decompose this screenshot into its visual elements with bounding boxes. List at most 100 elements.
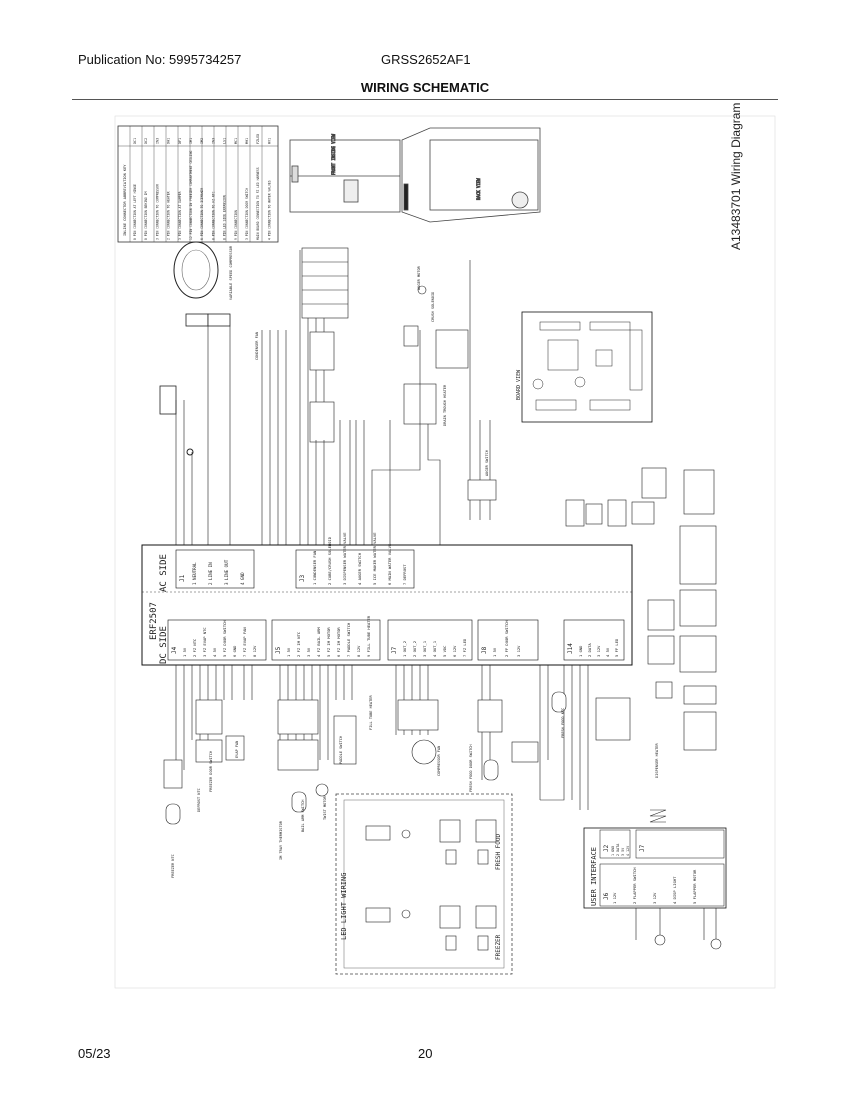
j4-label: J4	[171, 646, 178, 654]
side-label: A13483701 Wiring Diagram	[729, 103, 743, 250]
ui-j6-label: J6	[603, 892, 610, 900]
abbrev-code: DH1	[167, 138, 171, 144]
abbrev-code: FZLED	[256, 134, 260, 144]
j1-pin-2: 2 LINE IN	[208, 562, 213, 585]
fresh-food-section-label: FRESH FOOD	[495, 833, 502, 870]
j14-label: J14	[567, 643, 574, 654]
user-interface-label: USER INTERFACE	[590, 847, 598, 906]
im-tray-thermistor-label: IM TRAY THERMISTOR	[279, 820, 283, 860]
j5-pin-2: 2 FZ IM NTC	[296, 632, 301, 657]
fresh-food-ntc-label: FRESH FOOD NTC	[561, 708, 565, 738]
j3-pin-2: 2 CUBE/CRUSH SOLENOID	[327, 536, 332, 585]
abbrev-explanation: 12 PIN CONNECTION IN FREEZER COMPARTMENT…	[189, 150, 193, 240]
page-number: 20	[418, 1046, 433, 1061]
j4-pin-7: 7 FZ EVAP FAN	[242, 627, 247, 657]
abbrev-code: DF1	[178, 138, 182, 144]
compressor-label: VARIABLE SPEED COMPRESSOR	[229, 245, 233, 300]
ui-j6-pin-2: 2 FLAPPER SWITCH	[632, 867, 637, 904]
j14-pin-2: 2 DATA	[587, 643, 592, 657]
abbrev-code: WV1	[267, 138, 271, 144]
j4-pin-2: 2 FZ NTC	[192, 639, 197, 657]
publication-number: Publication No: 5995734257	[78, 52, 242, 67]
j4-pin-6: 6 GND	[232, 645, 237, 657]
led-light-wiring-label: LED LIGHT WIRING	[340, 873, 348, 940]
twist-motor-label: TWIST MOTOR	[323, 795, 327, 820]
ui-j6-pin-5: 5 FLAPPER MOTOR	[692, 869, 697, 904]
defrost-ntc-label: DEFROST NTC	[197, 788, 201, 812]
header-rule	[72, 99, 778, 100]
abbrev-explanation: 4 PIN CONNECTION TO WATER VALVES	[267, 180, 271, 240]
j8-pin-2: 2 FF DOOR SWITCH	[504, 620, 509, 657]
j14-pin-5: 5 FF LED	[614, 638, 619, 657]
abbrev-code: LS1	[223, 138, 227, 144]
abbrev-explanation: 3 PIN CONNECTION TO COMPRESSOR	[155, 184, 159, 240]
j3-pin-7: 7 DEFROST	[402, 564, 407, 585]
abbrev-explanation: 2 PIN CONNECTION TO HEATER	[167, 191, 171, 240]
j5-pin-4: 4 FZ BAIL ARM	[316, 627, 321, 657]
back-view-label: BACK VIEW	[476, 178, 481, 200]
j5-pin-8: 8 12V	[356, 645, 361, 657]
schematic-frame	[114, 115, 776, 989]
abbrev-explanation: 8 PIN CONNECTION BEHIND IM	[144, 191, 148, 240]
j5-pin-9: 9 FILL TUBE HEATER	[366, 615, 371, 657]
j3-pin-6: 6 MAIN WATER VALVE	[387, 543, 392, 585]
abbrev-explanation: 9 PIN CONNECTION	[234, 210, 238, 240]
ui-j2-pin-3: 3 5V	[621, 848, 625, 856]
auger-assembly	[371, 260, 497, 545]
j3-pin-5: 5 ICE MAKER WATER VALVE	[372, 532, 377, 585]
abbrev-code: MH1	[245, 138, 249, 144]
auger-motor-label: AUGER MOTOR	[417, 265, 421, 290]
ui-j6-pin-1: 1 12V	[612, 892, 617, 904]
abbrev-explanation: 3 PIN CONNECTION AT DAMPER	[178, 191, 182, 240]
j7-pin-2: 2 OUT_2	[412, 641, 417, 657]
j4-pin-3: 3 FZ EVAP NTC	[202, 627, 207, 657]
ui-j6-pin-3: 3 12V	[652, 892, 657, 904]
abbrev-code: DC2	[144, 138, 148, 144]
board-view: BOARD VIEW	[516, 311, 653, 423]
j4-pin-8: 8 12V	[252, 645, 257, 657]
board-name: ERF2507	[149, 602, 159, 640]
compressor: VARIABLE SPEED COMPRESSOR	[159, 241, 233, 456]
j14-pin-1: 1 GND	[578, 645, 583, 657]
j14-pin-4: 4 5V	[605, 647, 610, 657]
j1-pin-4: 4 GND	[240, 572, 245, 585]
j7-label: J7	[391, 646, 398, 654]
j3-pin-4: 4 AUGER SWITCH	[357, 552, 362, 585]
ac-side-label: AC SIDE	[159, 554, 169, 592]
ui-j2-pin-4: 4 12V	[626, 846, 630, 856]
j4-pin-5: 5 FZ DOOR SWITCH	[222, 620, 227, 657]
paddle-switch-label: PADDLE SWITCH	[339, 736, 343, 764]
page-title: WIRING SCHEMATIC	[360, 80, 490, 95]
abbrev-explanation: MAIN BOARD CONNECTION TO FZ LED HARNESS	[256, 167, 260, 240]
abbrev-explanation: 8 PIN CONNECTION TO FZ NTC	[211, 191, 215, 240]
freezer-section-label: FREEZER	[495, 934, 502, 960]
j14-pins: 1 GND 2 DATA 3 12V 4 5V 5 FF LED	[578, 638, 619, 657]
j8-label: J8	[481, 646, 488, 654]
j5-label: J5	[275, 646, 282, 654]
refrigerator-views: FRONT INSIDE VIEW BACK VIEW	[289, 127, 541, 223]
auger-switch-label: AUGER SWITCH	[485, 450, 489, 476]
dc-wires	[163, 665, 631, 825]
dc-side-label: DC SIDE	[159, 626, 169, 664]
j3-label: J3	[299, 574, 306, 582]
j1-label: J1	[179, 574, 186, 582]
j4-pin-4: 4 5V	[212, 647, 217, 657]
bail-arm-switch-label: BAIL ARM SWITCH	[301, 800, 305, 832]
freezer-ntc-label: FREEZER NTC	[171, 854, 175, 878]
j8-pin-3: 3 12V	[516, 645, 521, 657]
ui-j2-label: J2	[603, 844, 610, 852]
j14-pin-3: 3 12V	[596, 645, 601, 657]
j7-pin-4: 4 OUT_1	[432, 640, 437, 657]
ui-j6-pin-4: 4 DISP LIGHT	[672, 876, 677, 904]
compressor-fan-label: COMPRESSOR FAN	[437, 746, 441, 776]
abbrev-explanation: 6 PIN CONNECTION TO ICEMAKER	[200, 188, 204, 240]
drain-trough-heater-label: DRAIN TROUGH HEATER	[443, 384, 447, 426]
ui-j2-pin-1: 1 GND	[611, 846, 615, 856]
